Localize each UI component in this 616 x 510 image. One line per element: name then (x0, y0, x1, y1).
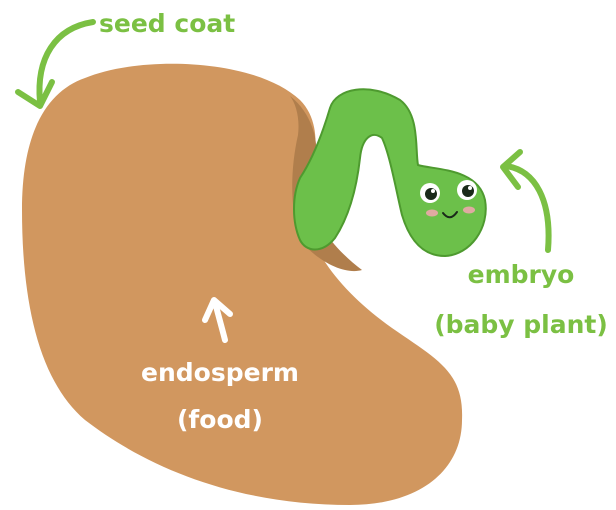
seed-coat-label: seed coat (99, 9, 235, 38)
embryo-shape (294, 89, 486, 256)
seed-coat-arrow-head (18, 82, 52, 106)
left-pupil (425, 188, 437, 200)
curved-arrow-icon (503, 152, 549, 250)
right-cheek (463, 207, 475, 214)
embryo-note-label: (baby plant) (434, 310, 608, 339)
right-eye-shine (468, 186, 472, 190)
endosperm-label: endosperm (141, 358, 299, 387)
endosperm-note-label: (food) (177, 405, 263, 434)
right-pupil (462, 185, 474, 197)
left-cheek (426, 210, 438, 217)
embryo-label: embryo (468, 260, 575, 289)
left-eye-shine (431, 189, 435, 193)
